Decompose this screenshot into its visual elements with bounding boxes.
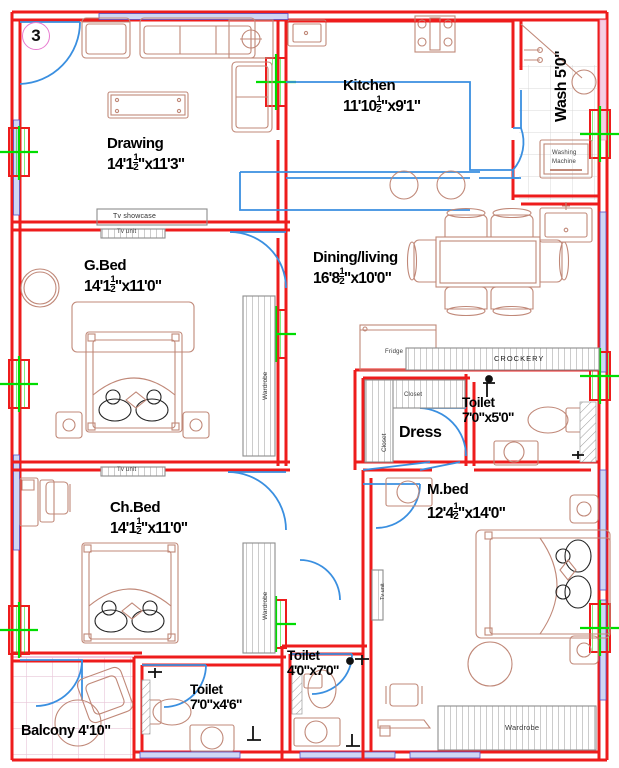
toilet-right-wc (527, 406, 585, 434)
room-name-balcony: Balcony 4'10" (21, 723, 111, 739)
room-label-toilet-mid: Toilet 4'0"x7'0" (287, 648, 339, 679)
sofa-right-vertical (231, 61, 273, 133)
mbed-tv-unit-label: Tv unit (380, 583, 386, 600)
room-name-toilet-right: Toilet (462, 395, 495, 410)
chbed-bed (81, 542, 179, 644)
balcony-round-table (54, 699, 102, 747)
coffee-table-drawing (107, 91, 189, 119)
mbed-wardrobe (437, 705, 597, 751)
mbed-nightstands (569, 494, 599, 665)
room-label-toilet-right: Toilet 7'0"x5'0" (462, 395, 514, 426)
dining-counter-stools (389, 170, 466, 200)
door-swings (19, 21, 525, 708)
sofa-three-seat (139, 17, 256, 59)
toilet-mid-fittings (346, 655, 369, 747)
gbed-wardrobe-label: Wardrobe (262, 371, 269, 400)
room-name-kitchen: Kitchen (343, 77, 396, 94)
room-name-dress: Dress (399, 424, 442, 441)
washing-machine (539, 139, 593, 179)
gbed-tv-unit-label: Tv unit (117, 229, 137, 235)
chbed-wardrobe-label: Wardrobe (262, 591, 269, 620)
gbed-nightstands (55, 411, 210, 439)
gbed-tv-showcase (96, 208, 208, 226)
side-table-drawing (228, 19, 274, 59)
tv-showcase-label: Tv showcase (113, 213, 157, 220)
fridge-label: Fridge (385, 349, 404, 355)
room-label-balcony: Balcony 4'10" (21, 723, 111, 739)
balcony-chair (76, 666, 134, 724)
toilet-mid-basin (293, 717, 341, 747)
room-name-toilet-mid: Toilet (287, 648, 320, 663)
dress-closet-vertical (364, 379, 394, 463)
room-name-chbed: Ch.Bed (110, 499, 161, 516)
mbed-round-table (467, 641, 513, 687)
unit-number-badge: 3 (22, 22, 50, 50)
room-label-dress: Dress (399, 424, 442, 442)
toilet-right-shower-tap (483, 375, 584, 459)
room-name-mbed: M.bed (427, 481, 469, 498)
wash-clothesline (520, 23, 597, 95)
room-name-gbed: G.Bed (84, 257, 127, 274)
room-dim-toilet-left: 7'0"x4'6" (190, 696, 242, 713)
room-dim-toilet-mid: 4'0"x7'0" (287, 662, 339, 679)
mbed-wardrobe-label: Wardrobe (505, 723, 540, 732)
dining-chairs (406, 207, 570, 317)
gbed-tv-unit (100, 228, 166, 239)
room-name-toilet-left: Toilet (190, 682, 223, 697)
toilet-left-basin (189, 724, 235, 752)
sofa-single-left (81, 17, 131, 59)
mbed-tv-unit (371, 569, 384, 621)
mbed-dresser-chair (377, 683, 432, 737)
room-name-drawing: Drawing (107, 135, 164, 152)
chbed-tv-unit (100, 466, 166, 477)
toilet-left-wc (141, 679, 192, 735)
washing-machine-label-line1: Washing (552, 150, 577, 156)
closet-vertical-label: Closet (381, 433, 388, 452)
mbed-bed (475, 529, 611, 639)
gbed-wardrobe (242, 295, 276, 457)
wash-basin (539, 202, 593, 243)
room-dim-toilet-right: 7'0"x5'0" (462, 409, 514, 426)
closet-horizontal-label: Closet (404, 392, 423, 398)
toilet-right-hatch (579, 401, 597, 463)
dining-table (435, 236, 541, 288)
gbed-round-table (20, 268, 60, 308)
chbed-wardrobe (242, 542, 276, 654)
room-label-wash: Wash 5'0" (553, 50, 570, 122)
room-label-toilet-left: Toilet 7'0"x4'6" (190, 682, 242, 713)
mbed-toilet-basin (385, 477, 433, 507)
crockery-label: CROCKERY (494, 354, 545, 363)
chbed-tv-unit-label: Tv unit (117, 467, 137, 473)
kitchen-stove (414, 15, 456, 53)
chbed-study-desk (19, 477, 71, 527)
washing-machine-label-line2: Machine (552, 159, 577, 165)
kitchen-sink (287, 19, 327, 47)
toilet-right-basin (493, 440, 539, 466)
crockery-unit (405, 347, 600, 371)
toilet-mid-wc (291, 665, 337, 715)
gbed-bed (71, 301, 195, 433)
furniture (19, 15, 611, 752)
toilet-left-fittings (148, 668, 261, 741)
room-name-dining: Dining/living (313, 249, 398, 266)
